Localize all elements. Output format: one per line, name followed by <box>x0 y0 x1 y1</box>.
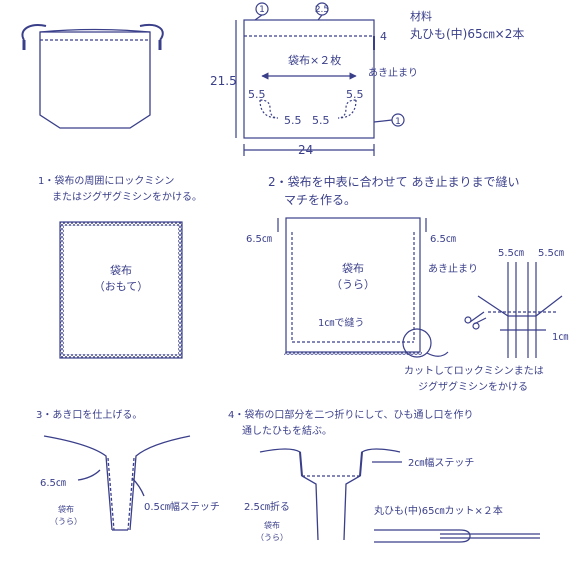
pattern-corner-right-v: 5.5 <box>346 88 364 101</box>
pattern-corner-left-v: 5.5 <box>248 88 266 101</box>
step4-fold-illustration <box>259 448 402 541</box>
pattern-corner-left-h: 5.5 <box>284 114 302 127</box>
pattern-label: 袋布×２枚 <box>288 53 341 67</box>
step1-fabric-label: 袋布 <box>110 263 132 277</box>
pattern-dim-top-left: 1 <box>259 5 265 15</box>
step4-cord: 丸ひも(中)65㎝カット×２本 <box>374 504 503 517</box>
step3-fabric-sub: （うら） <box>50 517 82 526</box>
cord-illustration <box>374 529 540 543</box>
step3-title: 3・あき口を仕上げる。 <box>36 408 142 421</box>
step2-dim-right: 6.5㎝ <box>430 234 456 245</box>
pattern-opening-stop: あき止まり <box>368 67 418 79</box>
pattern-dim-left: 21.5 <box>210 74 237 88</box>
pattern-dim-bottom: 24 <box>298 143 313 157</box>
step4-fabric-sub: （うら） <box>256 533 288 542</box>
step2-gusset-dim-right: 5.5㎝ <box>538 248 564 259</box>
step4-line2: 通したひもを結ぶ。 <box>242 424 332 437</box>
scissors-icon <box>464 311 487 330</box>
pattern-dim-right-bottom: 1 <box>395 117 401 127</box>
pattern-dim-right-top: 4 <box>380 30 387 43</box>
materials-title: 材料 <box>410 9 432 23</box>
step2-line1: 2・袋布を中表に合わせて あき止まりまで縫い <box>268 174 519 189</box>
step2-gusset-detail <box>477 262 563 358</box>
step3-stitch: 0.5㎝幅ステッチ <box>144 500 220 513</box>
step2-fabric-sub: （うら） <box>331 278 375 291</box>
step2-gusset-dim-left: 5.5㎝ <box>498 248 524 259</box>
pattern-dim-top-mid: 2.5 <box>315 5 329 15</box>
step2-cut-note1: カットしてロックミシンまたは <box>404 365 544 377</box>
finished-bag-illustration <box>21 24 164 129</box>
pattern-diagram <box>235 2 405 156</box>
step1-line2: またはジグザグミシンをかける。 <box>52 190 202 203</box>
step4-fabric-label: 袋布 <box>264 520 280 530</box>
step3-fabric-label: 袋布 <box>58 504 74 514</box>
step4-stitch: 2㎝幅ステッチ <box>408 456 474 469</box>
step2-fabric <box>277 217 449 358</box>
step1-line1: 1・袋布の周囲にロックミシン <box>38 174 174 187</box>
materials-item: 丸ひも(中)65㎝×2本 <box>410 26 524 41</box>
step4-line1: 4・袋布の口部分を二つ折りにして、ひも通し口を作り <box>228 408 474 421</box>
step1-fabric <box>59 221 183 359</box>
step2-opening-stop: あき止まり <box>428 263 478 275</box>
step2-dim-left: 6.5㎝ <box>246 234 272 245</box>
step4-fold: 2.5㎝折る <box>244 500 290 513</box>
step2-dim-one: 1㎝ <box>552 332 568 343</box>
step1-fabric-sub: （おもて） <box>94 280 149 293</box>
step2-seam-note: 1㎝で縫う <box>318 316 364 329</box>
step3-dim: 6.5㎝ <box>40 478 66 489</box>
step3-opening-illustration <box>43 435 191 531</box>
step2-cut-note2: ジグザグミシンをかける <box>418 380 528 393</box>
pattern-corner-right-h: 5.5 <box>312 114 330 127</box>
step2-fabric-label: 袋布 <box>342 261 364 275</box>
step2-line2: マチを作る。 <box>284 193 356 207</box>
